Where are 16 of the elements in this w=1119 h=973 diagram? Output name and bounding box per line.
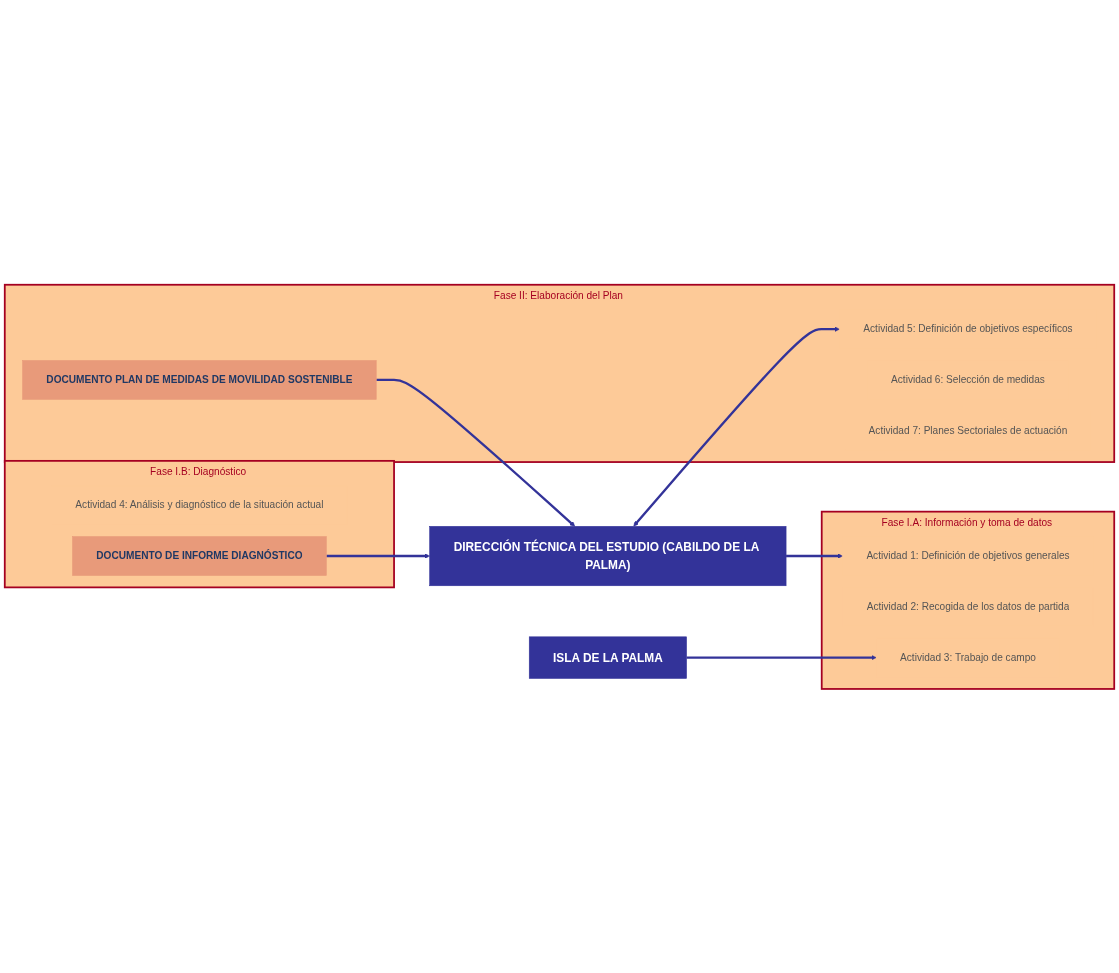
arrow — [376, 378, 576, 527]
node-box: DOCUMENTO DE INFORME DIAGNÓSTICO — [72, 535, 327, 576]
arrow — [326, 553, 430, 559]
arrow — [786, 553, 843, 559]
node-box: DOCUMENTO PLAN DE MEDIDAS DE MOVILIDAD SOSTENIBLE — [22, 359, 377, 400]
node-text: Actividad 6: Selección de medidas — [891, 373, 1045, 386]
node-text: Actividad 2: Recogida de los datos de partida — [866, 600, 1070, 612]
node-box: ISLA DE LA PALMA — [528, 636, 687, 679]
node-box: DIRECCIÓN TÉCNICA DEL ESTUDIO (CABILDO DE LA PALMA) — [429, 525, 787, 586]
node-text: Actividad 3: Trabajo de campo — [900, 651, 1036, 663]
node-text: Actividad 1: Definición de objetivos generales — [866, 549, 1070, 562]
node-text: Actividad 5: Definición de objetivos específicos — [863, 323, 1073, 335]
arrow — [686, 654, 877, 660]
node-text: Actividad 4: Análisis y diagnóstico de la situación actual — [75, 499, 324, 511]
arrow — [633, 326, 840, 527]
node-text: Actividad 7: Planes Sectoriales de actuación — [868, 424, 1068, 436]
